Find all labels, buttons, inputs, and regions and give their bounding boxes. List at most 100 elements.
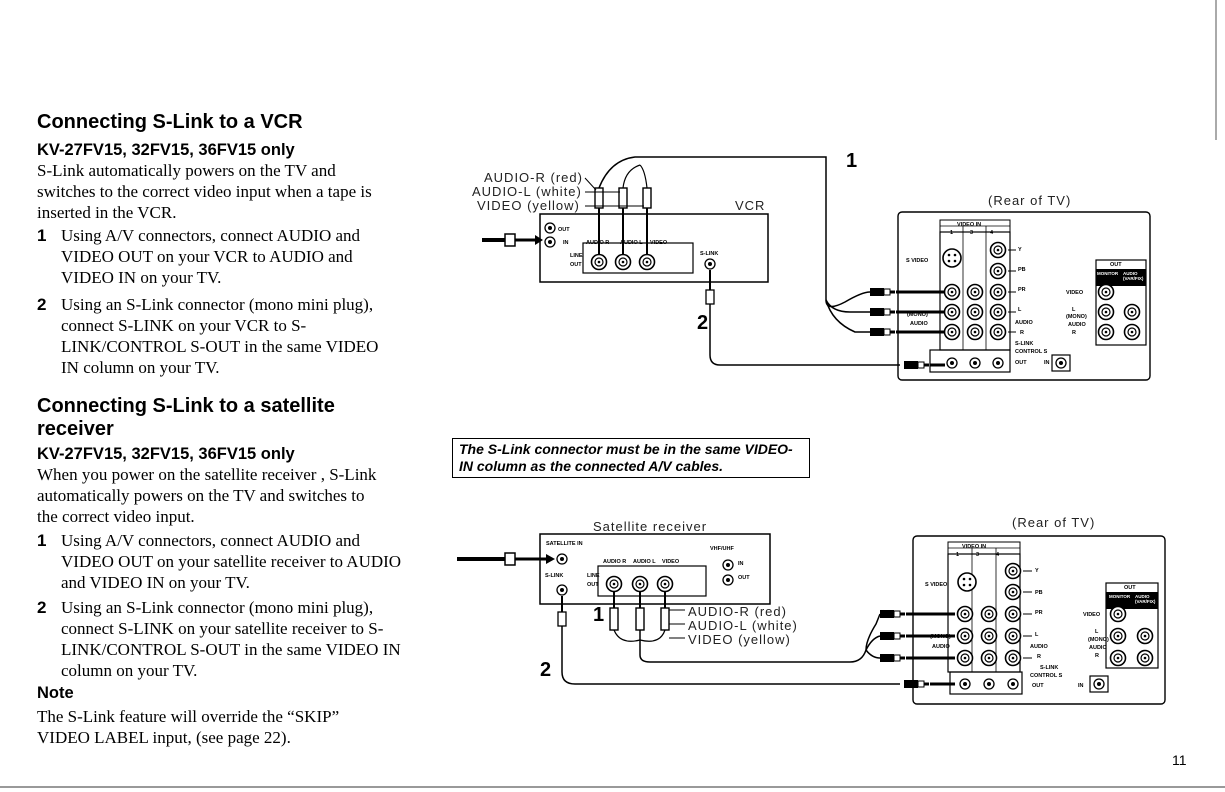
tv1-av-cables: [825, 287, 945, 367]
tv1-out-l-label: L: [1072, 307, 1076, 313]
sat-vhf-in-label: IN: [738, 561, 744, 567]
tv2-video-in-label: VIDEO IN: [962, 544, 987, 550]
satellite-antenna-cable: [457, 552, 555, 566]
tv1-svideo-label: S VIDEO: [906, 258, 929, 264]
page-number: 11: [1172, 752, 1187, 768]
tv2-out-label: OUT: [1032, 683, 1044, 689]
diagram1-cable-label-video: VIDEO (yellow): [477, 198, 580, 213]
vcr-audio-r-label: AUDIO R: [586, 240, 610, 246]
vcr-slink-label: S-LINK: [700, 251, 719, 257]
diagram1-step-2-marker: 2: [697, 312, 709, 334]
tv2-audio-label: AUDIO: [932, 644, 950, 650]
sat-vhf-uhf-label: VHF/UHF: [710, 546, 734, 552]
tv2-mono-label: (MONO): [930, 634, 951, 640]
diagram2-step-1-marker: 1: [593, 604, 605, 626]
tv2-col-4: 4: [996, 552, 1000, 558]
tv2-out-audio-label: AUDIO: [1089, 645, 1107, 651]
sat-audio-l-label: AUDIO L: [633, 559, 656, 565]
diagram1-step-1-marker: 1: [846, 150, 858, 172]
diagram2-cable-label-audio-l: AUDIO-L (white): [688, 618, 798, 633]
tv1-audio-var-label: AUDIO (VAR/FIX): [1123, 271, 1144, 281]
tv2-out-r-label: R: [1095, 653, 1099, 659]
tv2-monitor-label: MONITOR: [1109, 594, 1131, 599]
diagram1-vcr-label: VCR: [735, 198, 766, 213]
note-heading: Note: [37, 684, 74, 702]
vcr-av-plugs: [584, 156, 827, 300]
tv1-y-label: Y: [1018, 247, 1022, 253]
tv1-out-label: OUT: [1015, 360, 1027, 366]
tv1-audio-right-label: AUDIO: [1015, 320, 1033, 326]
tv1-l-label: L: [1018, 307, 1022, 313]
diagram2-satellite-label: Satellite receiver: [593, 519, 708, 534]
satellite-av-plugs: [609, 592, 867, 663]
section1-steps: 1 Using A/V connectors, connect AUDIO an…: [37, 225, 397, 378]
tv1-video-label: VIDEO: [1066, 290, 1084, 296]
vcr-in-label: IN: [563, 240, 569, 246]
step-text: Using A/V connectors, connect AUDIO and …: [61, 531, 402, 592]
section2-step-2: 2 Using an S-Link connector (mono mini p…: [37, 597, 402, 681]
tv1-out-r-label: R: [1072, 330, 1076, 336]
tv2-video-label: VIDEO: [1083, 612, 1101, 618]
tv2-svideo-label: S VIDEO: [925, 582, 948, 588]
diagram1-tv-label: (Rear of TV): [988, 193, 1072, 208]
tv1-pr-label: PR: [1018, 287, 1026, 293]
tv2-r-label: R: [1037, 654, 1041, 660]
tv2-audio-right-label: AUDIO: [1030, 644, 1048, 650]
tv1-out-header: OUT: [1110, 262, 1122, 268]
tv2-col-3: 3: [976, 552, 980, 558]
section2-models: KV-27FV15, 32FV15, 36FV15 only: [37, 445, 295, 463]
section2-steps: 1 Using A/V connectors, connect AUDIO an…: [37, 530, 402, 681]
sat-slink-label: S-LINK: [545, 573, 564, 579]
tv1-col-4: 4: [990, 230, 994, 236]
step-number: 2: [37, 295, 47, 314]
vcr-video-label: VIDEO: [650, 240, 668, 246]
tv2-control-s-label: CONTROL S: [1030, 673, 1063, 679]
sat-line-out-label: OUT: [587, 582, 599, 588]
section2-intro: When you power on the satellite receiver…: [37, 465, 377, 526]
tv2-pr-label: PR: [1035, 610, 1043, 616]
vcr-line-label: LINE: [570, 253, 583, 259]
diagram2-cable-label-video: VIDEO (yellow): [688, 632, 791, 647]
section1-intro: S-Link automatically powers on the TV an…: [37, 161, 372, 222]
tv1-rear-panel: [897, 211, 1151, 381]
section1-step-2: 2 Using an S-Link connector (mono mini p…: [37, 294, 397, 378]
tv1-monitor-label: MONITOR: [1097, 271, 1119, 276]
tv2-out-mono-label: (MONO): [1088, 637, 1109, 643]
vcr-device: [539, 213, 769, 283]
tv2-slink-label: S-LINK: [1040, 665, 1059, 671]
diagram1-cable-label-audio-r: AUDIO-R (red): [484, 170, 583, 185]
step-text: Using an S-Link connector (mono mini plu…: [61, 598, 401, 680]
tv1-r-label: R: [1020, 330, 1024, 336]
diagram2-step-2-marker: 2: [540, 659, 552, 681]
step-number: 2: [37, 598, 47, 617]
tv1-col-3: 3: [970, 230, 974, 236]
tv2-in-label: IN: [1078, 683, 1084, 689]
section1-step-1: 1 Using A/V connectors, connect AUDIO an…: [37, 225, 397, 288]
tv2-audio-var-label: AUDIO (VAR/FIX): [1135, 594, 1156, 604]
tv1-out-audio-label: AUDIO: [1068, 322, 1086, 328]
tv2-rear-panel: [912, 535, 1166, 705]
sat-satellite-in-label: SATELLITE IN: [546, 541, 583, 547]
sat-line-label: LINE: [587, 573, 600, 579]
tv1-video-in-label: VIDEO IN: [957, 222, 982, 228]
section1-models: KV-27FV15, 32FV15, 36FV15 only: [37, 141, 295, 159]
sat-audio-r-label: AUDIO R: [603, 559, 627, 565]
step-number: 1: [37, 531, 47, 550]
diagram2-tv-label: (Rear of TV): [1012, 515, 1096, 530]
diagram2-cable-label-audio-r: AUDIO-R (red): [688, 604, 787, 619]
step-number: 1: [37, 226, 47, 245]
satellite-device: [539, 533, 771, 605]
tv1-in-label: IN: [1044, 360, 1050, 366]
vcr-slink-cable: [705, 270, 930, 370]
section2-step-1: 1 Using A/V connectors, connect AUDIO an…: [37, 530, 402, 593]
tv1-mono-label: (MONO): [907, 312, 928, 318]
satellite-slink-cable: [557, 596, 930, 689]
tv1-out-mono-label: (MONO): [1066, 314, 1087, 320]
tv2-pb-label: PB: [1035, 590, 1043, 596]
tv2-out-header: OUT: [1124, 585, 1136, 591]
step-text: Using an S-Link connector (mono mini plu…: [61, 295, 379, 377]
diagram1-cable-label-audio-l: AUDIO-L (white): [472, 184, 582, 199]
tv2-l-label: L: [1035, 632, 1039, 638]
tv1-pb-label: PB: [1018, 267, 1026, 273]
vcr-line-out-label: OUT: [570, 262, 582, 268]
